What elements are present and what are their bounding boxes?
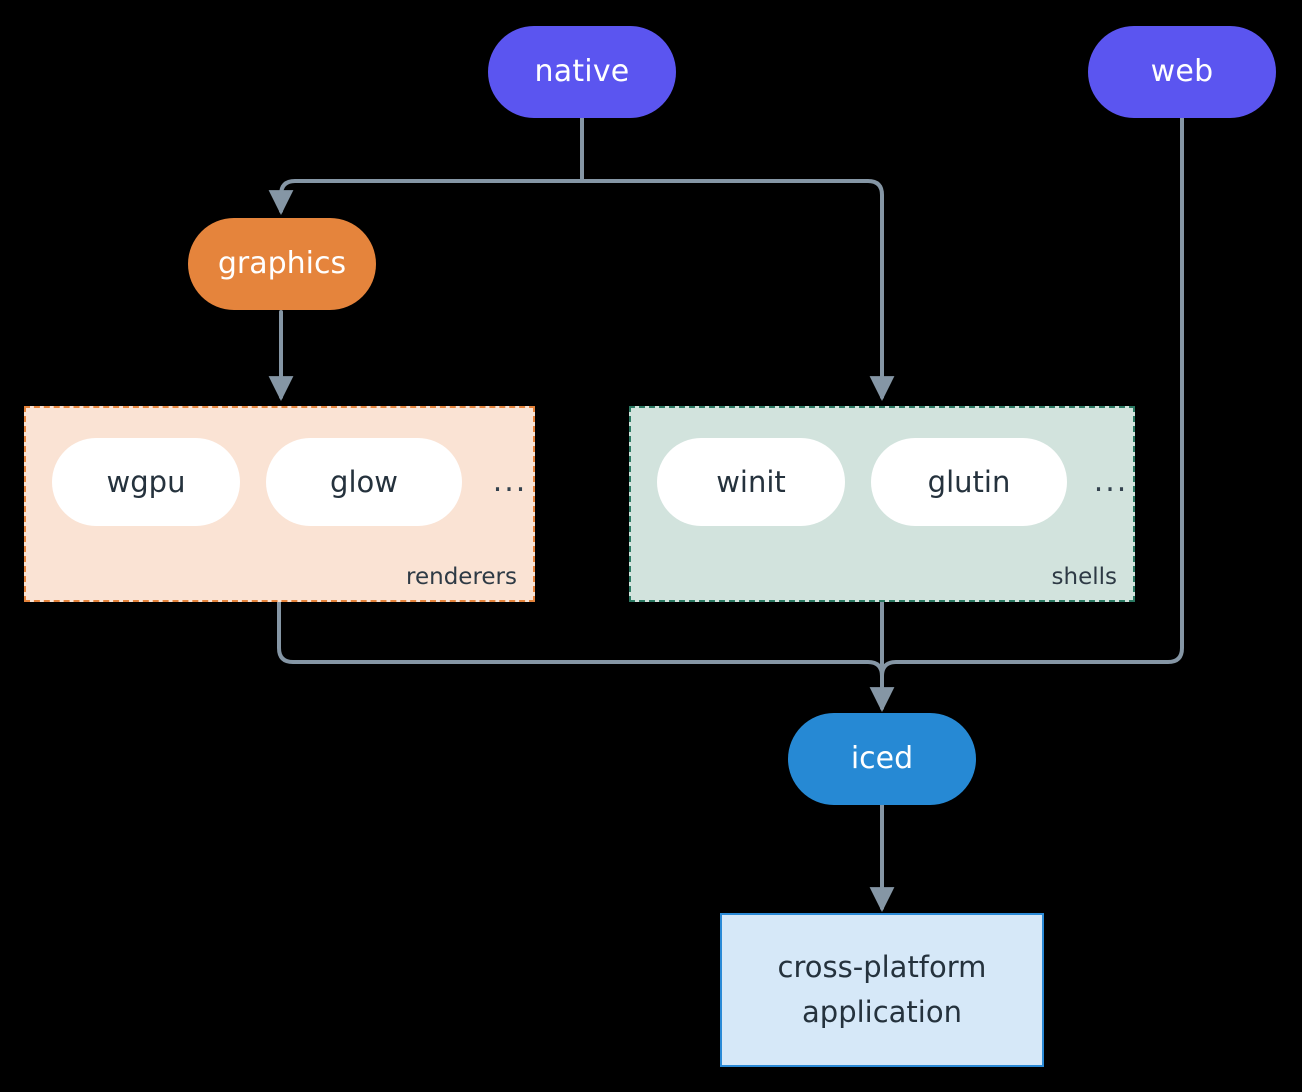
node-graphics-label: graphics <box>217 246 347 282</box>
application-line-1: cross-platform <box>777 950 987 985</box>
edge-native-to-shells <box>580 179 895 401</box>
leaf-winit-label: winit <box>716 465 786 499</box>
application-line-2: application <box>802 995 962 1029</box>
cluster-renderers: wgpu glow ... renderers <box>24 406 535 602</box>
node-web-label: web <box>1150 54 1214 90</box>
edge-renderers-to-iced <box>277 599 884 708</box>
node-iced[interactable]: iced <box>788 713 976 805</box>
leaf-glutin-label: glutin <box>927 465 1011 499</box>
leaf-glow[interactable]: glow <box>266 438 462 526</box>
leaf-wgpu[interactable]: wgpu <box>52 438 240 526</box>
cluster-shells: winit glutin ... shells <box>629 406 1135 602</box>
edge-native-to-graphics <box>268 179 584 215</box>
node-graphics[interactable]: graphics <box>188 218 376 310</box>
node-cross-platform-application[interactable]: cross-platform application <box>720 913 1044 1067</box>
renderers-overflow-ellipsis: ... <box>492 464 528 499</box>
cluster-renderers-label: renderers <box>406 564 517 590</box>
node-native[interactable]: native <box>488 26 676 118</box>
shells-overflow-ellipsis: ... <box>1093 464 1129 499</box>
leaf-winit[interactable]: winit <box>657 438 845 526</box>
cluster-shells-label: shells <box>1051 564 1117 590</box>
leaf-wgpu-label: wgpu <box>106 465 186 499</box>
node-native-label: native <box>534 54 630 90</box>
leaf-glow-label: glow <box>330 465 398 499</box>
node-web[interactable]: web <box>1088 26 1276 118</box>
leaf-glutin[interactable]: glutin <box>871 438 1067 526</box>
node-iced-label: iced <box>850 741 914 777</box>
